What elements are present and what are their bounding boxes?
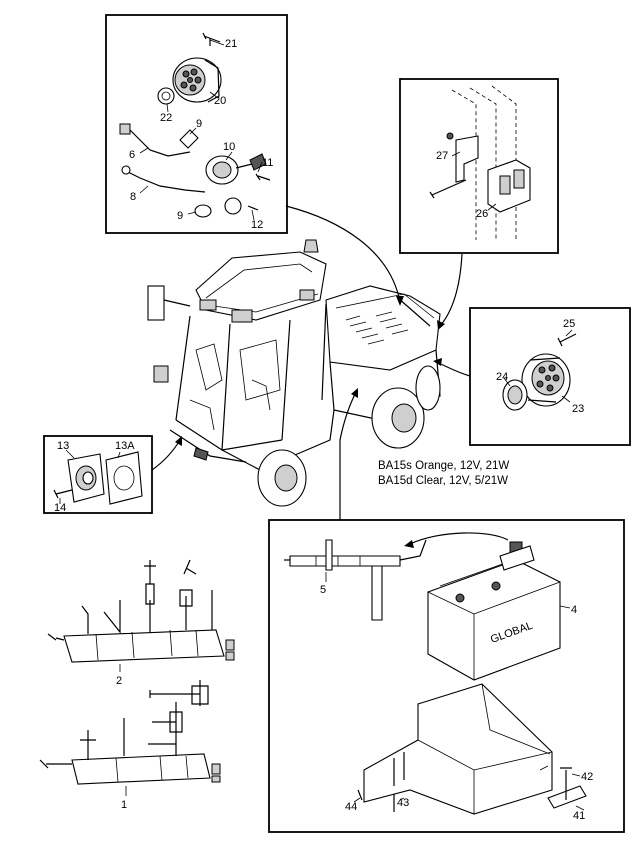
- cable-8: [121, 165, 206, 193]
- gasket-24: [502, 379, 528, 411]
- callout-26: 26: [476, 208, 488, 220]
- callout-43: 43: [397, 797, 409, 809]
- callout-41: 41: [573, 810, 585, 822]
- screw-25: [557, 333, 577, 347]
- callout-42: 42: [581, 771, 593, 783]
- callout-6: 6: [129, 149, 135, 161]
- clamp-41: [547, 785, 587, 809]
- screw-21: [202, 32, 221, 46]
- callout-10: 10: [223, 141, 235, 153]
- detail-box-13: 13 13A 14: [43, 435, 153, 514]
- detail-box-rear-lamp: 27 26: [399, 78, 559, 254]
- callout-4: 4: [571, 604, 577, 616]
- callout-12: 12: [251, 219, 263, 231]
- callout-1: 1: [121, 799, 127, 811]
- wiring-harness-1: 1: [39, 680, 221, 811]
- trailer-socket-20: [172, 57, 222, 103]
- callout-8: 8: [130, 191, 136, 203]
- callout-2: 2: [116, 675, 122, 687]
- callout-9-top: 9: [196, 118, 202, 130]
- rear-wheel: [371, 387, 425, 449]
- screw-27: [429, 179, 467, 199]
- battery-4: GLOBAL: [427, 541, 561, 681]
- cable-6: [119, 123, 191, 157]
- nut-44: [357, 789, 363, 801]
- callout-11: 11: [262, 157, 273, 169]
- detail-box-trailer-socket: 21 20 22 9 6 10 11 8 9 12: [105, 14, 288, 234]
- detail-box-socket-23: 25 24 23: [469, 307, 631, 446]
- callout-9-bottom: 9: [177, 210, 183, 222]
- bolt-42: [560, 767, 572, 800]
- bulb-spec-clear: BA15d Clear, 12V, 5/21W: [378, 475, 508, 487]
- callout-27: 27: [436, 150, 448, 162]
- nut-12: [247, 205, 259, 211]
- battery-cable-5: [284, 539, 427, 621]
- wiring-harness-2: 2: [47, 559, 235, 687]
- screw-11: [255, 173, 271, 181]
- hood-vents: [345, 311, 409, 345]
- tractor-illustration: [147, 239, 441, 507]
- plate-13a: [105, 451, 143, 505]
- detail-box-battery: GLOBAL 4 5 42 41 43 44: [268, 519, 625, 833]
- switch-10: [205, 153, 267, 185]
- cap-10: [224, 197, 242, 215]
- pointer-lines: [151, 205, 471, 520]
- callout-14: 14: [54, 502, 66, 514]
- screw-14: [53, 489, 73, 499]
- callout-13: 13: [57, 440, 69, 452]
- callout-24: 24: [496, 371, 508, 383]
- callout-44: 44: [345, 801, 357, 813]
- lamp-bracket-27: [446, 132, 479, 183]
- callout-21: 21: [225, 38, 237, 50]
- socket-23: [521, 353, 571, 407]
- callout-23: 23: [572, 403, 584, 415]
- bulb-spec-orange: BA15s Orange, 12V, 21W: [378, 460, 509, 472]
- callout-22: 22: [160, 112, 172, 124]
- callout-20: 20: [214, 95, 226, 107]
- callout-25: 25: [563, 318, 575, 330]
- boot-9-top: [179, 129, 199, 149]
- battery-tray: [363, 683, 553, 815]
- boot-9-bottom: [194, 204, 212, 218]
- callout-5: 5: [320, 584, 326, 596]
- socket-plate-13: [67, 453, 105, 503]
- front-wheel: [257, 449, 307, 507]
- gasket-22: [157, 87, 175, 105]
- rear-lamp-26: [487, 159, 531, 213]
- callout-13a: 13A: [115, 440, 135, 452]
